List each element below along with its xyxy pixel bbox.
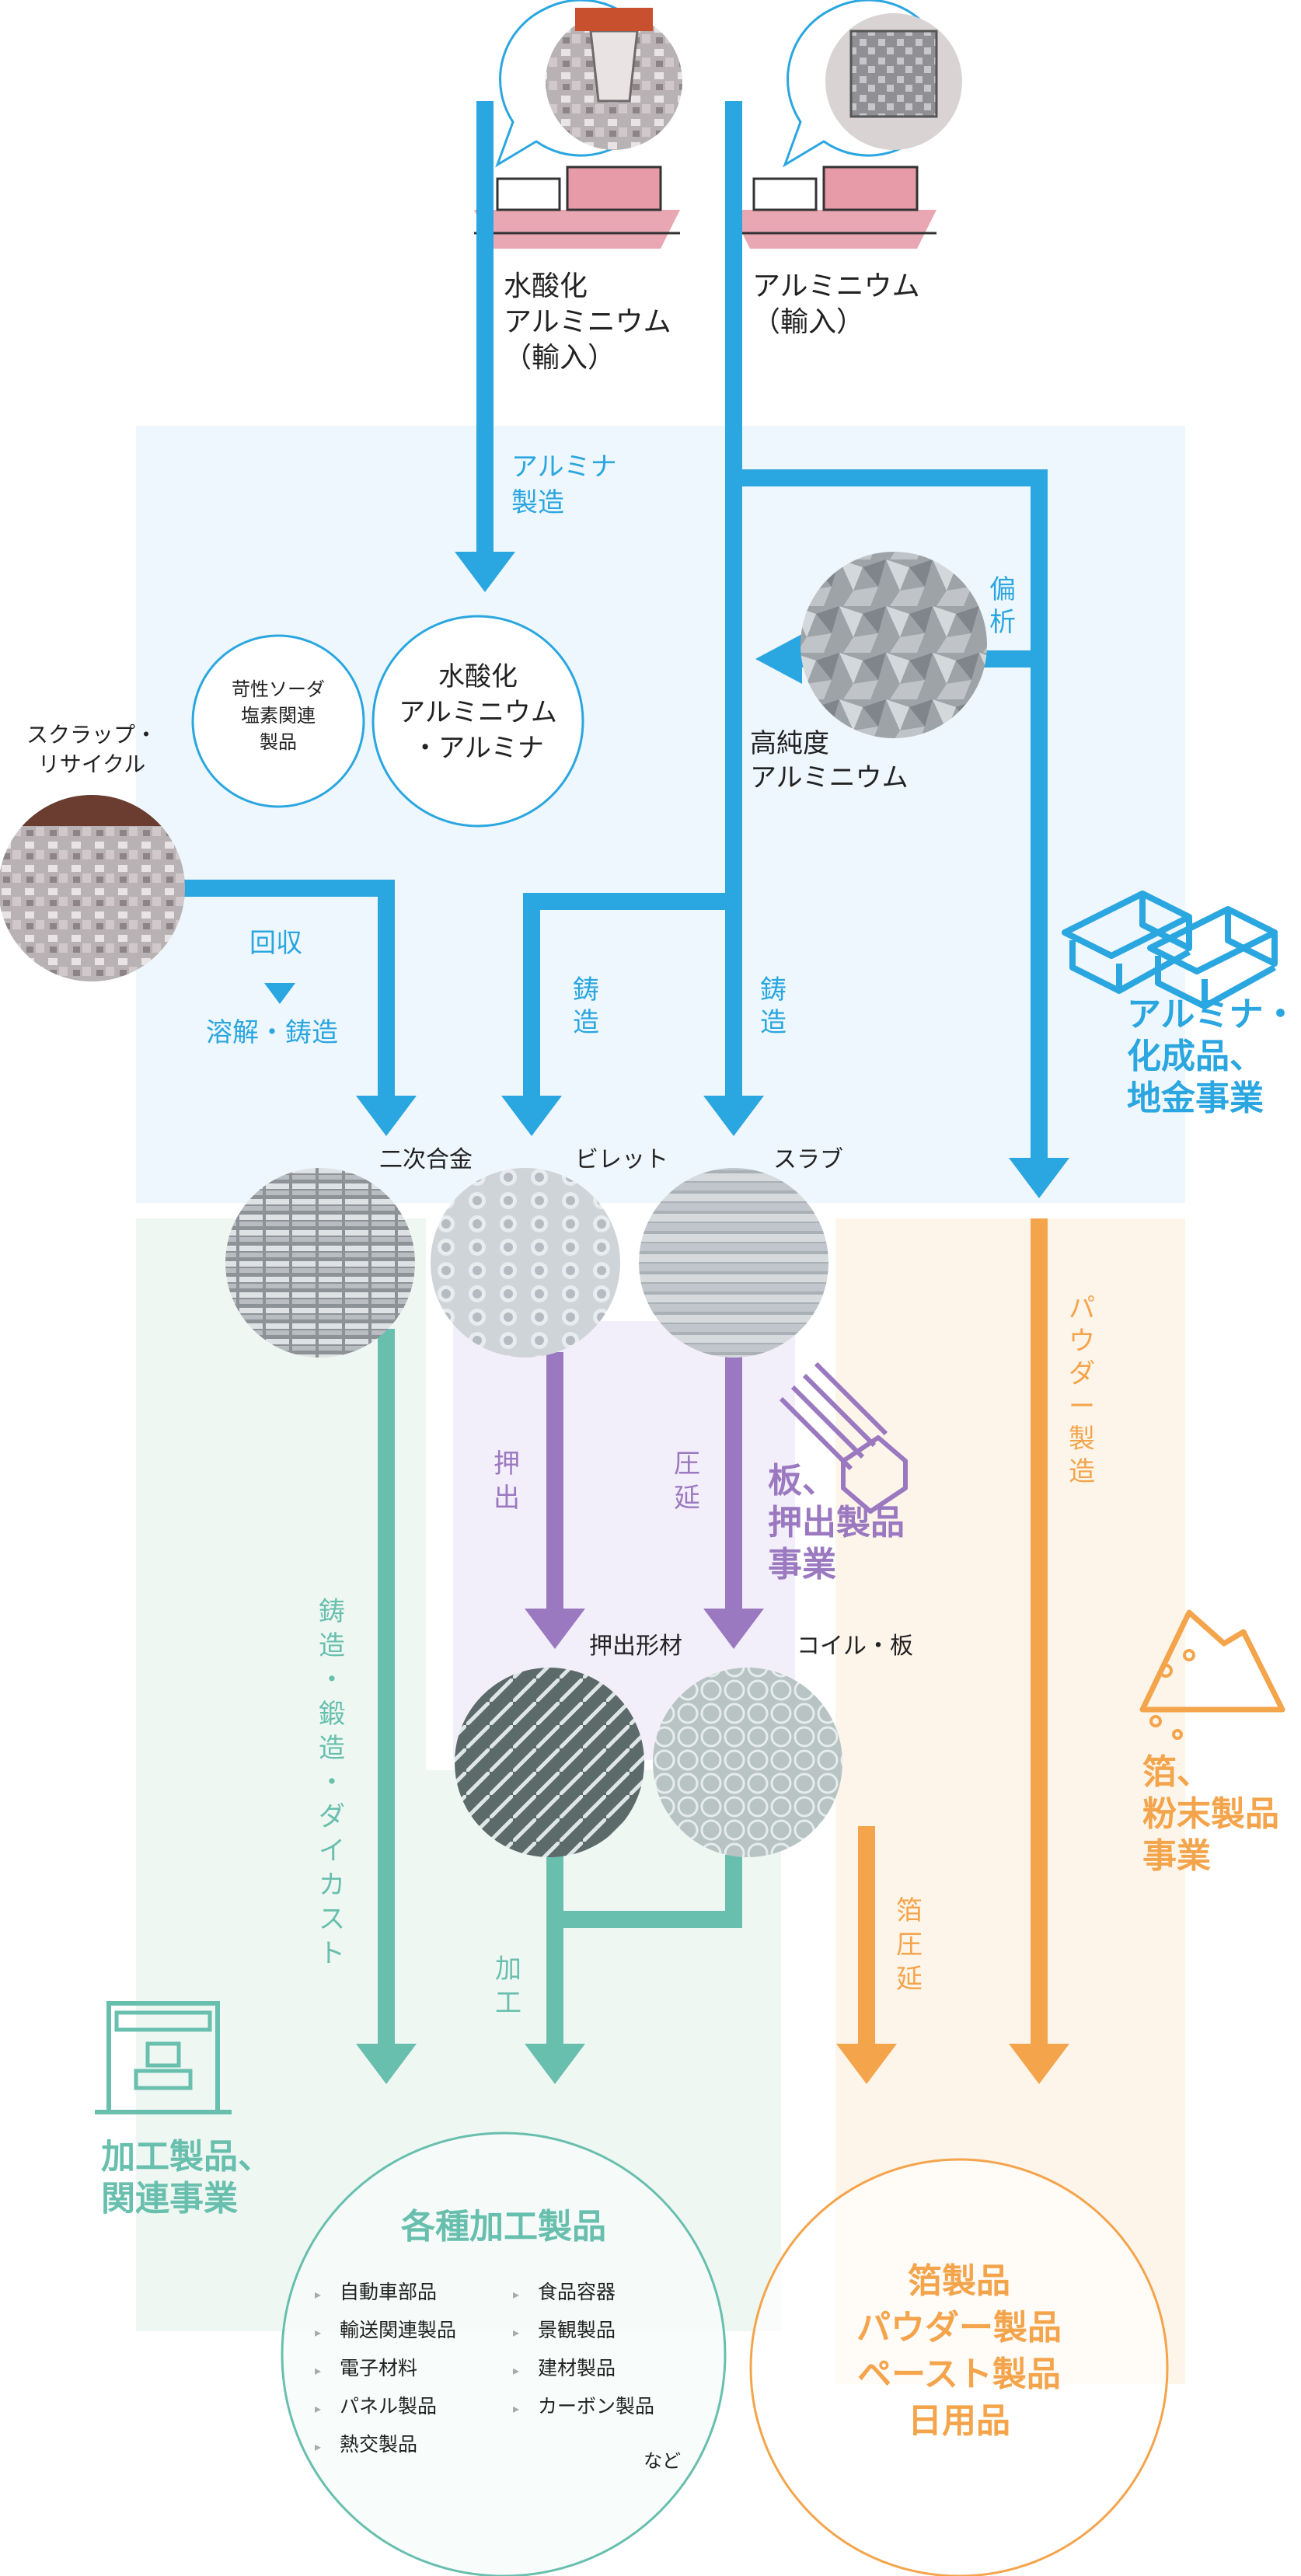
list-bullet: ▸: [315, 2287, 321, 2302]
caustic-soda-node: 苛性ソーダ塩素関連製品: [191, 634, 365, 808]
alumina-chemicals-segment-label: アルミナ・化成品、地金事業: [1127, 995, 1298, 1118]
extruded-material-photo: [455, 1668, 644, 1857]
list-item: 景観製品: [538, 2319, 616, 2341]
list-bullet: ▸: [513, 2287, 519, 2302]
coil-plate-label: コイル・板: [797, 1633, 913, 1660]
billet-label: ビレット: [575, 1146, 668, 1173]
melt-cast-label: 溶解・鋳造: [206, 1017, 338, 1048]
casting-left-label: 鋳造: [573, 974, 599, 1038]
aluminium-ship-icon: [731, 0, 962, 249]
coil-plate-photo: [653, 1668, 842, 1857]
high-purity-photo: [800, 552, 987, 738]
list-item: 食品容器: [538, 2281, 616, 2303]
processing-label: 加工: [495, 1954, 521, 2019]
secondary-alloy-photo: [225, 1168, 415, 1358]
extrusion-label: 押出: [494, 1448, 520, 1514]
processed-products-node: 各種加工製品 ▸ 自動車部品 ▸ 輸送関連製品 ▸ 電子材料 ▸ パネル製品 ▸ 熱交製品 ▸ 食品…: [281, 2132, 727, 2576]
caustic-soda-label: 苛性ソーダ塩素関連製品: [232, 678, 325, 753]
products-etc: など: [644, 2450, 681, 2472]
list-bullet: ▸: [513, 2363, 519, 2378]
foil-products-node: 箔製品パウダー製品ペースト製品日用品: [749, 2158, 1169, 2576]
list-bullet: ▸: [315, 2401, 321, 2416]
extruded-material-label: 押出形材: [589, 1633, 682, 1660]
list-bullet: ▸: [315, 2439, 321, 2454]
scrap-recycle-label: スクラップ・リサイクル: [26, 722, 157, 777]
list-item: 熱交製品: [340, 2433, 417, 2456]
list-bullet: ▸: [513, 2325, 519, 2340]
secondary-alloy-label: 二次合金: [379, 1146, 473, 1173]
hydroxide-alumina-label: 水酸化アルミニウム・アルミナ: [399, 661, 557, 764]
orange-flow-lines: [836, 1218, 1069, 2084]
press-machine-icon: [95, 2001, 232, 2114]
powder-making-label: パウダー製造: [1069, 1293, 1095, 1487]
foil-powder-segment-label: 箔、粉末製品事業: [1142, 1752, 1279, 1876]
products-left-list: ▸ 自動車部品 ▸ 輸送関連製品 ▸ 電子材料 ▸ パネル製品 ▸ 熱交製品: [315, 2281, 456, 2456]
list-item: 電子材料: [340, 2357, 417, 2379]
alumina-making-label: アルミナ製造: [511, 451, 617, 518]
green-flow-lines: [356, 1329, 742, 2084]
ingot-stack-icon: [1062, 891, 1278, 1009]
list-item: 輸送関連製品: [340, 2319, 456, 2341]
high-purity-label: 高純度アルミニウム: [750, 728, 909, 793]
foil-products-label: 箔製品パウダー製品ペースト製品日用品: [856, 2261, 1062, 2441]
slab-photo: [639, 1168, 828, 1358]
list-bullet: ▸: [513, 2401, 519, 2416]
purple-flow-lines: [525, 1352, 764, 1649]
foil-rolling-label: 箔圧延: [896, 1895, 923, 1995]
powder-pile-icon: [1139, 1609, 1285, 1740]
hydroxide-ship-icon: [474, 0, 682, 249]
processed-products-segment-label: 加工製品、関連事業: [101, 2137, 272, 2219]
cast-forge-diecast-label: 鋳造・鍛造・ダイカスト: [319, 1596, 345, 1969]
alumina-chemicals-zone: [136, 426, 1185, 1203]
recovery-label: 回収: [249, 928, 302, 959]
segregation-label: 偏析: [989, 574, 1016, 638]
sheet-stack-icon: [779, 1361, 908, 1514]
casting-right-label: 鋳造: [760, 974, 787, 1038]
slab-label: スラブ: [773, 1146, 843, 1173]
products-title: 各種加工製品: [401, 2207, 606, 2247]
hydroxide-alumina-node: 水酸化アルミニウム・アルミナ: [371, 615, 584, 828]
list-item: パネル製品: [340, 2395, 437, 2417]
aluminium-import-label: アルミニウム（輸入）: [752, 270, 920, 338]
rolling-label: 圧延: [674, 1448, 700, 1514]
list-item: 建材製品: [538, 2357, 616, 2379]
hydroxide-import-label: 水酸化アルミニウム（輸入）: [504, 270, 671, 374]
list-item: カーボン製品: [538, 2395, 654, 2417]
billet-photo: [431, 1168, 620, 1358]
sheet-extrusion-segment-label: 板、押出製品事業: [768, 1461, 905, 1584]
list-bullet: ▸: [315, 2363, 321, 2378]
blue-flow-lines: [183, 101, 1069, 1198]
products-right-list: ▸ 食品容器 ▸ 景観製品 ▸ 建材製品 ▸ カーボン製品: [513, 2281, 654, 2417]
list-item: 自動車部品: [340, 2281, 437, 2303]
list-bullet: ▸: [315, 2325, 321, 2340]
